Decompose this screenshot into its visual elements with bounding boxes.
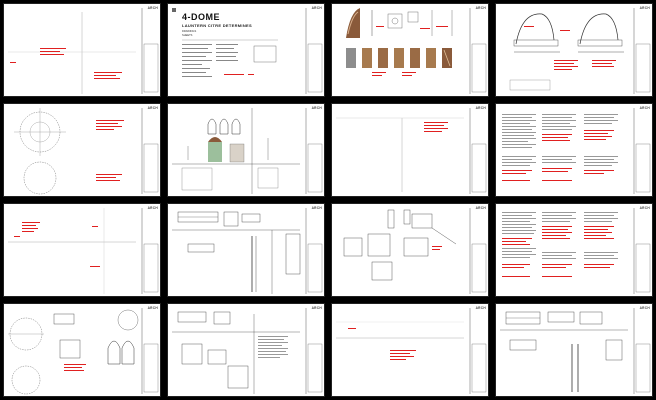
- sheet-thumbnail-2-cover[interactable]: ARCH 4-DOME LAUNTERN CITRE DETERMINES DR…: [167, 3, 325, 97]
- sheet-drawing: [502, 208, 651, 294]
- sheet-thumbnail-1[interactable]: ARCH: [3, 3, 161, 97]
- title-block-logo: ARCH: [475, 106, 486, 110]
- sheet-thumbnail-16[interactable]: ARCH: [495, 303, 653, 397]
- title-block-logo: ARCH: [311, 6, 322, 10]
- sheet-drawing: [502, 108, 651, 194]
- title-block-logo: ARCH: [147, 206, 158, 210]
- sheet-drawing: [172, 208, 323, 294]
- sheet-drawing: [336, 108, 487, 194]
- cover-rev-line-1: DRAWINGS: [182, 30, 197, 33]
- sheet-drawing: [172, 108, 323, 194]
- sheet-drawing: [8, 308, 159, 395]
- title-block-logo: ARCH: [311, 106, 322, 110]
- sheet-drawing: [172, 8, 323, 94]
- sheet-thumbnail-14[interactable]: ARCH: [167, 303, 325, 397]
- sheet-thumbnail-8[interactable]: ARCH: [495, 103, 653, 197]
- sheet-drawing: [500, 308, 651, 394]
- sheet-drawing: [346, 8, 487, 94]
- sheet-thumbnail-10[interactable]: ARCH: [167, 203, 325, 297]
- title-block-logo: ARCH: [639, 106, 650, 110]
- title-block-logo: ARCH: [147, 6, 158, 10]
- sheet-thumbnail-12[interactable]: ARCH: [495, 203, 653, 297]
- sheet-thumbnail-11[interactable]: ARCH: [331, 203, 489, 297]
- sheet-thumbnail-4[interactable]: ARCH: [495, 3, 653, 97]
- sheet-drawing: [8, 8, 159, 94]
- sheet-thumbnail-3[interactable]: ARCH: [331, 3, 489, 97]
- sheet-thumbnail-grid: ARCH ARCH 4-DOME LAUNTERN CITRE DETERMIN…: [3, 3, 653, 397]
- sheet-thumbnail-7[interactable]: ARCH: [331, 103, 489, 197]
- sheet-thumbnail-13[interactable]: ARCH: [3, 303, 161, 397]
- title-block-logo: ARCH: [475, 206, 486, 210]
- title-block-logo: ARCH: [639, 6, 650, 10]
- title-block-logo: ARCH: [147, 306, 158, 310]
- title-block-logo: ARCH: [475, 6, 486, 10]
- sheet-drawing: [343, 208, 487, 294]
- sheet-thumbnail-15[interactable]: ARCH: [331, 303, 489, 397]
- sheet-drawing: [172, 308, 323, 394]
- title-block-logo: ARCH: [639, 206, 650, 210]
- sheet-thumbnail-9[interactable]: ARCH: [3, 203, 161, 297]
- title-block-logo: ARCH: [639, 306, 650, 310]
- sheet-thumbnail-5[interactable]: ARCH: [3, 103, 161, 197]
- sheet-drawing: [8, 208, 159, 294]
- sheet-drawing: [14, 108, 159, 195]
- cover-title: 4-DOME: [182, 12, 221, 22]
- cover-subtitle: LAUNTERN CITRE DETERMINES: [182, 23, 252, 28]
- sheet-drawing: [336, 308, 487, 394]
- title-block-logo: ARCH: [311, 306, 322, 310]
- sheet-drawing: [509, 8, 651, 94]
- sheet-thumbnail-6[interactable]: ARCH: [167, 103, 325, 197]
- title-block-logo: ARCH: [147, 106, 158, 110]
- title-block-logo: ARCH: [475, 306, 486, 310]
- title-block-logo: ARCH: [311, 206, 322, 210]
- cover-rev-line-2: SHEETS: [182, 34, 193, 37]
